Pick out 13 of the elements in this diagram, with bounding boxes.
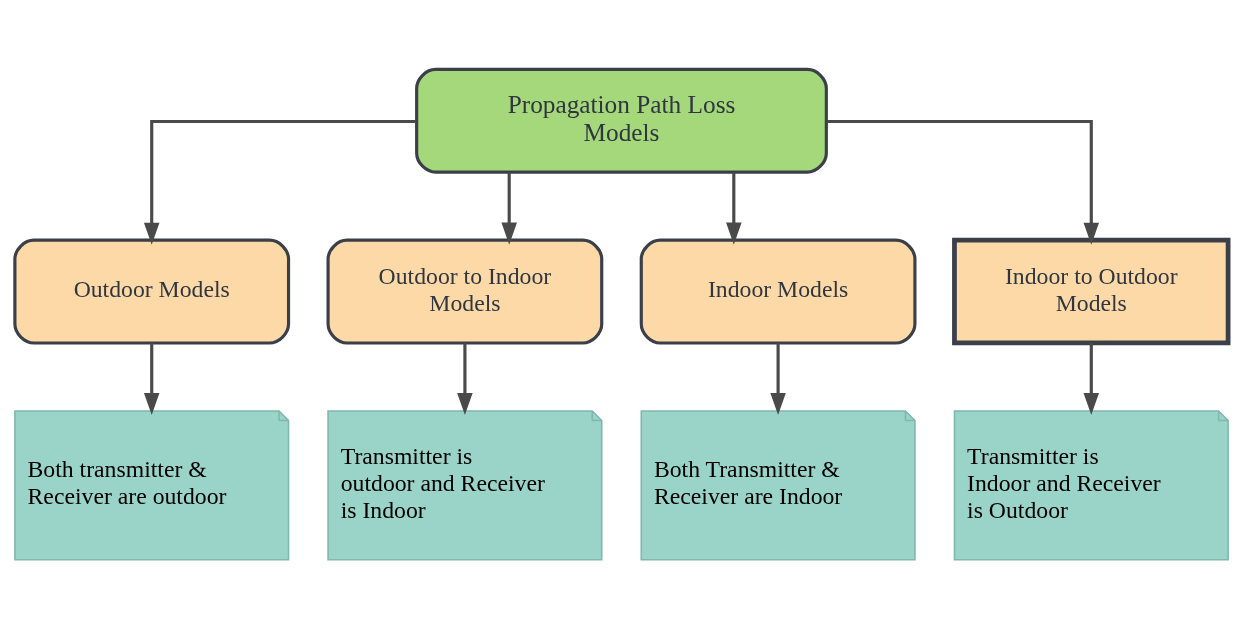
arrow (770, 343, 786, 416)
arrow (726, 172, 742, 245)
arrow (143, 119, 417, 245)
node-box: Indoor Models (639, 238, 917, 345)
arrow (143, 343, 160, 416)
node-box: Indoor to Outdoor Models (952, 237, 1231, 346)
node-box: Outdoor to Indoor Models (326, 238, 604, 345)
node-box: Outdoor Models (13, 238, 291, 345)
node-box: Propagation Path Loss Models (415, 67, 828, 174)
arrow (501, 172, 517, 245)
arrow (1083, 343, 1100, 416)
arrow (457, 343, 473, 416)
arrow (826, 119, 1100, 245)
